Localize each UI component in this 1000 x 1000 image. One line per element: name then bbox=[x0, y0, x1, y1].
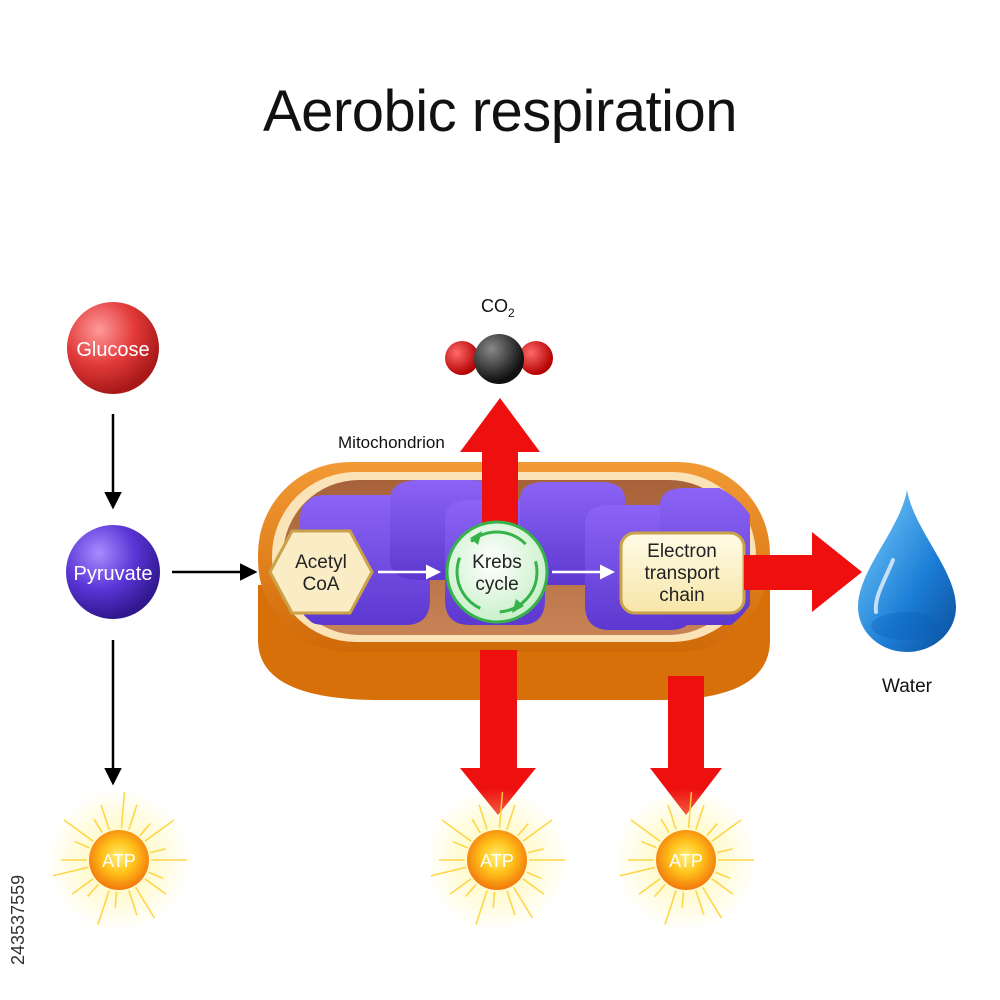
sun-ray bbox=[527, 848, 544, 854]
co2-label: CO2 bbox=[481, 296, 515, 320]
glucose-label: Glucose bbox=[76, 339, 149, 361]
sun-ray bbox=[716, 848, 733, 854]
sun-ray bbox=[711, 878, 734, 895]
sun-ray bbox=[667, 804, 677, 830]
atp-3-node: ATP bbox=[614, 788, 758, 932]
sun-ray bbox=[63, 819, 94, 842]
sun-ray bbox=[441, 819, 472, 842]
sun-ray bbox=[498, 792, 504, 829]
sun-ray bbox=[701, 886, 723, 919]
sun-ray bbox=[128, 804, 138, 830]
sun-ray bbox=[87, 883, 99, 897]
sun-ray bbox=[144, 819, 175, 842]
sun-ray bbox=[139, 823, 151, 837]
sun-ray bbox=[695, 804, 705, 830]
krebs-cycle-node: Krebs cycle bbox=[445, 520, 549, 624]
sun-ray bbox=[681, 891, 685, 908]
sun-ray bbox=[52, 866, 89, 877]
sun-ray bbox=[471, 818, 482, 834]
pyruvate-node: Pyruvate bbox=[66, 525, 160, 619]
stock-id-container: 243537559 bbox=[8, 865, 28, 975]
krebs-label-line2: cycle bbox=[475, 574, 518, 595]
water-label: Water bbox=[882, 676, 933, 697]
arrow-krebs-to-co2 bbox=[460, 398, 540, 525]
electron-transport-chain-node: Electron transport chain bbox=[619, 531, 746, 615]
sun-ray bbox=[619, 866, 656, 877]
sun-ray bbox=[506, 890, 516, 916]
sun-ray bbox=[695, 890, 705, 916]
arrow-krebs-to-atp bbox=[460, 650, 536, 815]
etc-label-line1: Electron bbox=[647, 541, 717, 562]
sun-ray bbox=[522, 878, 545, 895]
pyruvate-label: Pyruvate bbox=[74, 563, 153, 585]
sun-ray bbox=[449, 878, 472, 895]
sun-ray bbox=[100, 804, 110, 830]
water-drop-icon bbox=[858, 490, 956, 652]
sun-ray bbox=[638, 878, 661, 895]
sun-ray bbox=[526, 871, 542, 880]
arrow-etc-to-atp bbox=[650, 676, 722, 815]
atp-3-label: ATP bbox=[669, 851, 703, 871]
stock-id: 243537559 bbox=[8, 874, 28, 965]
sun-ray bbox=[120, 792, 126, 829]
etc-label-line2: transport bbox=[645, 563, 721, 584]
atp-2-node: ATP bbox=[425, 788, 569, 932]
sun-ray bbox=[114, 891, 118, 908]
sun-ray bbox=[711, 819, 742, 842]
sun-ray bbox=[687, 792, 693, 829]
sun-ray bbox=[664, 890, 677, 925]
sun-ray bbox=[512, 886, 534, 919]
sun-ray bbox=[522, 819, 553, 842]
sun-ray bbox=[148, 871, 164, 880]
sun-ray bbox=[517, 823, 529, 837]
sun-ray bbox=[478, 804, 488, 830]
atp-1-label: ATP bbox=[102, 851, 136, 871]
sun-ray bbox=[452, 840, 468, 849]
sun-ray bbox=[630, 819, 661, 842]
sun-ray bbox=[430, 866, 467, 877]
sun-ray bbox=[93, 818, 104, 834]
sun-ray bbox=[506, 804, 516, 830]
sun-ray bbox=[149, 848, 166, 854]
acetyl-label-line2: CoA bbox=[303, 574, 340, 595]
etc-label-line3: chain bbox=[659, 585, 704, 606]
sun-ray bbox=[660, 818, 671, 834]
sun-ray bbox=[144, 878, 167, 895]
acetyl-label-line1: Acetyl bbox=[295, 552, 347, 573]
mitochondrion-label: Mitochondrion bbox=[338, 433, 445, 452]
sun-ray bbox=[641, 840, 657, 849]
sun-ray bbox=[71, 878, 94, 895]
sun-ray bbox=[654, 883, 666, 897]
sun-ray bbox=[97, 890, 110, 925]
sun-ray bbox=[706, 823, 718, 837]
sun-ray bbox=[475, 890, 488, 925]
sun-ray bbox=[74, 840, 90, 849]
sun-ray bbox=[492, 891, 496, 908]
title: Aerobic respiration bbox=[262, 79, 738, 144]
co2-molecule-icon bbox=[445, 334, 553, 384]
arrow-etc-to-water bbox=[744, 532, 862, 612]
sun-ray bbox=[134, 886, 156, 919]
sun-ray bbox=[128, 890, 138, 916]
sun-ray bbox=[465, 883, 477, 897]
atp-2-label: ATP bbox=[480, 851, 514, 871]
krebs-label-line1: Krebs bbox=[472, 552, 522, 573]
sun-ray bbox=[715, 871, 731, 880]
atp-1-node: ATP bbox=[47, 788, 191, 932]
glucose-node: Glucose bbox=[67, 302, 159, 394]
acetyl-coa-node: Acetyl CoA bbox=[268, 529, 374, 615]
